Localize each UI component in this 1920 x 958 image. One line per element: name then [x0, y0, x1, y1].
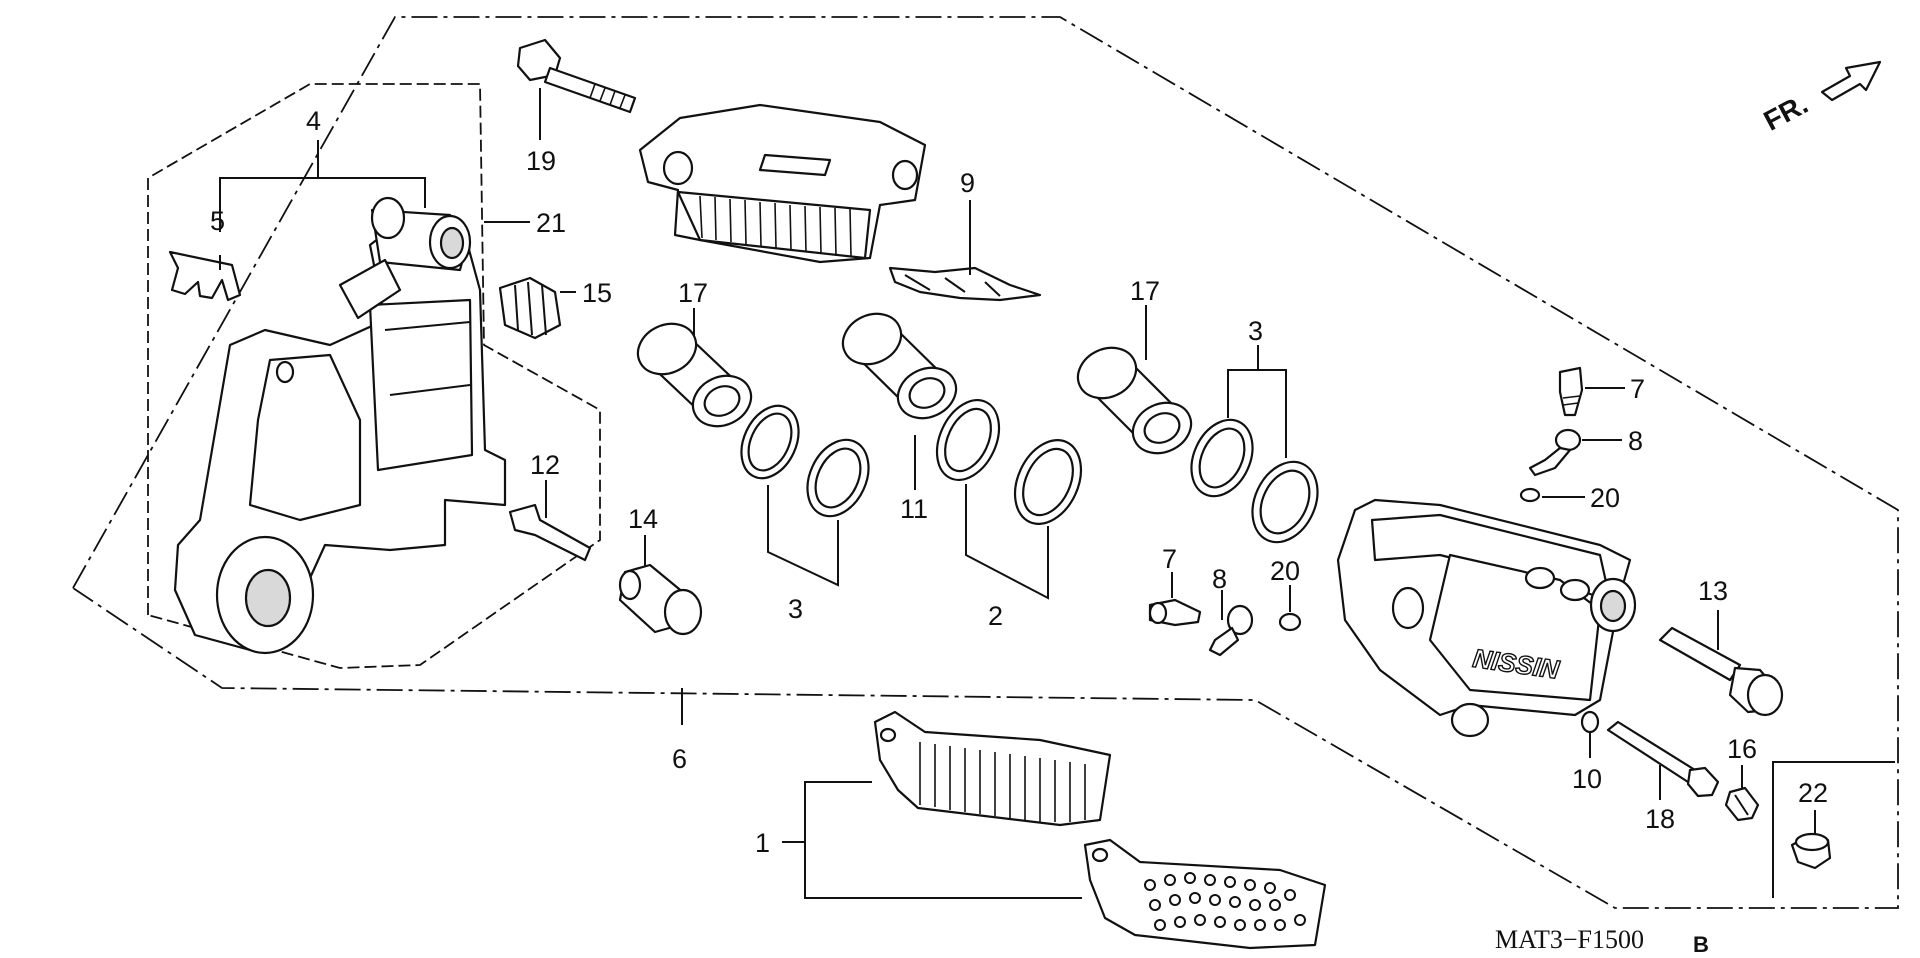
front-arrow-icon [1820, 60, 1882, 102]
callout-17b: 17 [1130, 276, 1160, 306]
callout-3b: 3 [1248, 316, 1263, 346]
leader-2 [965, 484, 1049, 600]
callout-8b: 8 [1212, 564, 1227, 594]
assembly-boundary-outer [72, 16, 1899, 909]
callout-4: 4 [306, 106, 321, 136]
leader-1 [804, 781, 1082, 899]
callout-1: 1 [755, 828, 770, 858]
washer-20-upper [1519, 487, 1541, 503]
slide-pin-14 [618, 563, 703, 636]
callout-19: 19 [526, 146, 556, 176]
seal-set-2 [935, 399, 1083, 525]
callout-12: 12 [530, 450, 560, 480]
bracket-boundary-inner [147, 83, 601, 669]
callout-17a: 17 [678, 278, 708, 308]
callout-6: 6 [672, 744, 687, 774]
leader-3a [767, 485, 839, 587]
callout-16: 16 [1727, 734, 1757, 764]
callout-2: 2 [988, 601, 1003, 631]
piston-11 [841, 312, 958, 420]
bolt-19 [516, 38, 637, 114]
seal-set-3-left [740, 404, 870, 518]
callout-13: 13 [1698, 576, 1728, 606]
brake-pad-lower [1083, 838, 1327, 950]
front-direction-label: FR. [1759, 88, 1813, 137]
leader-4 [219, 177, 426, 232]
caliper-bracket [173, 196, 507, 655]
retainer-clip [168, 250, 242, 302]
plug-16 [1724, 786, 1760, 822]
piston-17-left [636, 322, 753, 428]
callout-14: 14 [628, 504, 658, 534]
callout-20a: 20 [1590, 483, 1620, 513]
callout-7a: 7 [1630, 374, 1645, 404]
bleeder-valve-7-upper [1558, 366, 1584, 417]
piston-17-right [1076, 346, 1193, 455]
callout-18: 18 [1645, 804, 1675, 834]
pad-pin-18 [1606, 720, 1720, 798]
pad-pin-bolt-13 [1658, 626, 1784, 717]
callout-8a: 8 [1628, 426, 1643, 456]
pin-boot-15 [498, 276, 562, 340]
part-22-box [1772, 761, 1895, 898]
o-ring-10 [1580, 710, 1600, 734]
seal-set-3-right [1190, 418, 1319, 544]
diagram-code: MAT3−F1500 [1495, 925, 1644, 954]
callout-20b: 20 [1270, 556, 1300, 586]
callout-21: 21 [536, 208, 566, 238]
caliper-outer-half [638, 103, 927, 264]
diagram-code-suffix: B [1693, 932, 1709, 957]
washer-20-lower [1278, 612, 1302, 632]
callout-7b: 7 [1162, 544, 1177, 574]
cap-22 [1790, 832, 1832, 870]
pad-spring [888, 266, 1042, 302]
callout-11: 11 [900, 494, 928, 524]
bleeder-cap-8-upper [1528, 428, 1582, 477]
callout-15: 15 [582, 278, 612, 308]
bleeder-cap-8-lower [1208, 604, 1254, 657]
caliper-inner-half: NISSIN [1336, 498, 1637, 738]
brake-pad-upper [873, 710, 1112, 827]
front-direction-indicator: FR. [1759, 60, 1882, 137]
bleeder-valve-7-lower [1148, 598, 1202, 627]
slide-pin-12 [508, 503, 592, 562]
callout-9: 9 [960, 168, 975, 198]
callout-22: 22 [1798, 778, 1828, 808]
callout-5: 5 [210, 206, 225, 236]
callout-3a: 3 [788, 594, 803, 624]
callout-10: 10 [1572, 764, 1602, 794]
